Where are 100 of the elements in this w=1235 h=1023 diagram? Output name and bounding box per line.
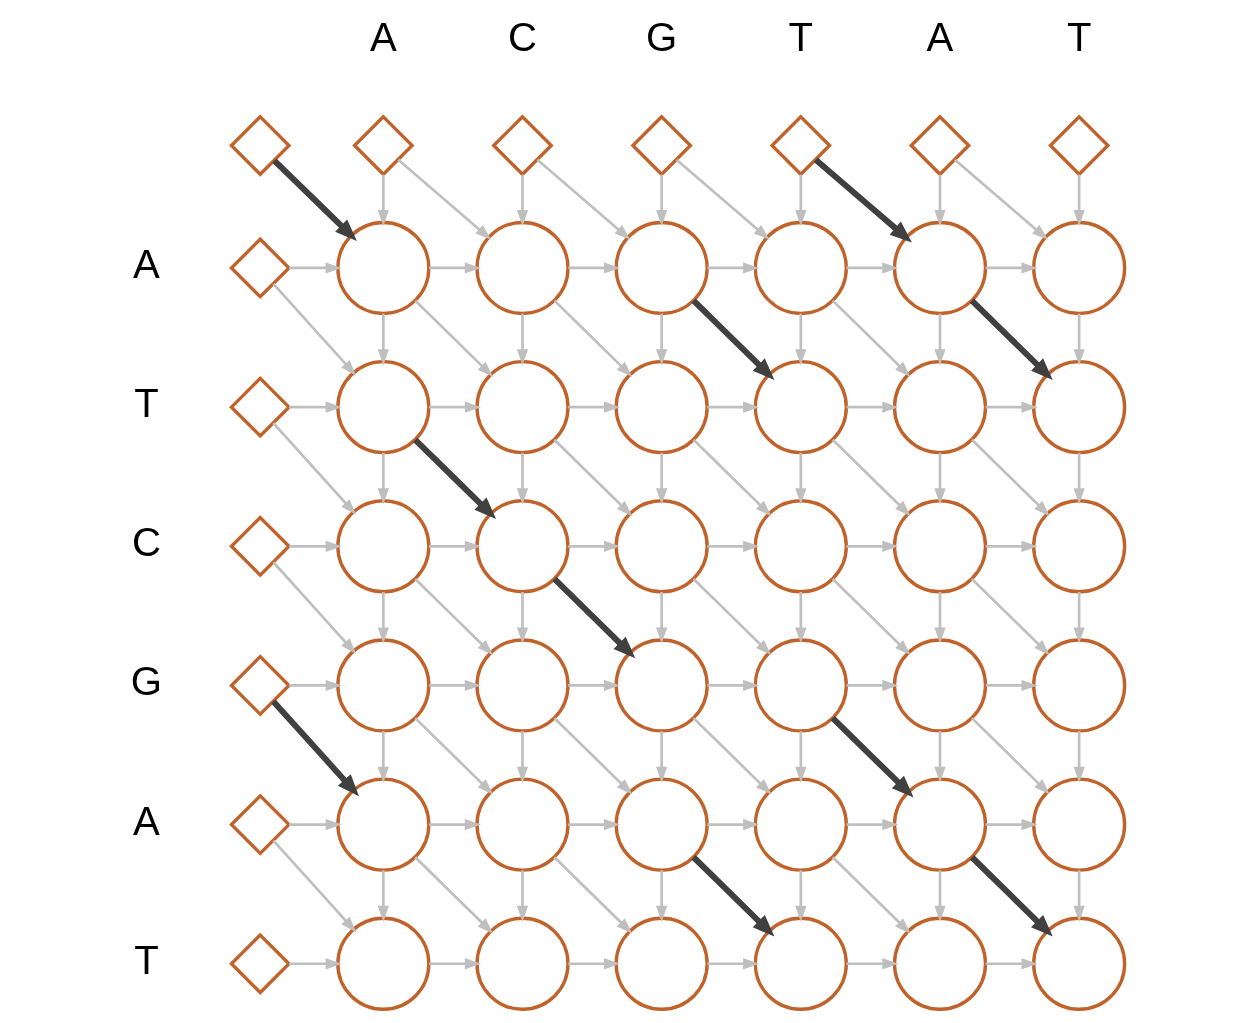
- arrow: [568, 401, 621, 413]
- arrow: [934, 731, 946, 783]
- arrow: [707, 262, 760, 274]
- arrow: [985, 540, 1038, 552]
- arrow: [553, 299, 633, 377]
- arrow: [985, 819, 1038, 831]
- arrow: [536, 158, 631, 240]
- arrow: [516, 870, 529, 922]
- arrow: [1073, 313, 1085, 366]
- label: T: [1066, 15, 1092, 61]
- arrow: [985, 679, 1038, 692]
- node-diamond: [229, 376, 292, 439]
- arrow: [568, 679, 621, 692]
- arrow: [568, 262, 621, 274]
- arrow: [516, 452, 529, 505]
- arrow: [813, 157, 912, 243]
- label: A: [369, 15, 397, 61]
- arrow: [1073, 452, 1085, 505]
- arrow: [846, 958, 899, 970]
- arrow: [272, 422, 357, 515]
- arrow: [707, 401, 760, 413]
- arrow: [831, 438, 911, 517]
- node-diamond: [229, 654, 292, 717]
- arrow: [707, 679, 760, 692]
- arrow: [568, 819, 621, 831]
- label: C: [131, 520, 161, 566]
- arrow: [831, 856, 911, 934]
- label: G: [646, 15, 678, 61]
- arrow: [970, 578, 1050, 656]
- arrow: [985, 262, 1038, 274]
- arrow: [516, 731, 529, 783]
- arrow: [272, 561, 357, 655]
- arrow: [553, 856, 633, 934]
- arrow: [656, 174, 668, 227]
- arrow: [271, 699, 359, 797]
- node-diamond: [769, 114, 832, 177]
- arrow: [289, 958, 342, 970]
- label: T: [134, 937, 159, 983]
- arrow: [429, 679, 481, 692]
- arrow: [377, 452, 389, 505]
- arrow: [934, 591, 946, 644]
- arrow: [553, 717, 633, 795]
- arrow: [516, 174, 529, 227]
- arrow: [846, 262, 899, 274]
- arrow: [568, 958, 621, 970]
- arrow: [1073, 731, 1085, 783]
- arrow: [656, 313, 668, 366]
- arrow: [934, 870, 946, 922]
- arrow: [831, 578, 911, 656]
- node-diamond: [229, 114, 292, 177]
- arrow: [289, 819, 342, 831]
- arrow: [969, 298, 1053, 380]
- node-diamond: [630, 114, 693, 177]
- arrow: [272, 283, 357, 376]
- arrow: [692, 717, 772, 795]
- node-circle: [892, 220, 988, 316]
- arrow: [656, 870, 668, 922]
- label: A: [133, 798, 160, 844]
- arrow: [675, 158, 770, 240]
- label: C: [508, 15, 537, 61]
- arrow: [516, 591, 529, 644]
- arrow: [970, 438, 1050, 517]
- arrow: [969, 855, 1053, 937]
- arrow: [1073, 870, 1085, 922]
- arrow: [429, 401, 481, 413]
- arrow: [830, 715, 914, 798]
- arrow: [985, 958, 1038, 970]
- label: A: [926, 15, 954, 61]
- arrow: [429, 262, 481, 274]
- arrow: [795, 174, 807, 227]
- node-diamond: [491, 114, 554, 177]
- arrow: [831, 299, 911, 377]
- arrow: [429, 958, 481, 970]
- label: T: [788, 15, 814, 61]
- arrow: [934, 452, 946, 505]
- arrow: [553, 438, 633, 517]
- arrow: [429, 819, 481, 831]
- arrow: [1073, 174, 1085, 227]
- arrow: [985, 401, 1038, 413]
- arrow: [846, 401, 899, 413]
- node-diamond: [229, 236, 292, 300]
- arrow: [970, 717, 1050, 795]
- node-diamond: [1048, 114, 1111, 177]
- arrow: [707, 958, 760, 970]
- arrow: [289, 540, 342, 552]
- arrow: [272, 158, 357, 241]
- arrow: [1073, 591, 1085, 644]
- arrow: [377, 313, 389, 366]
- arrow: [289, 679, 342, 692]
- arrow: [846, 540, 899, 552]
- node-diamond: [908, 114, 972, 177]
- arrow: [413, 437, 497, 520]
- arrow: [691, 855, 775, 937]
- arrow: [414, 578, 494, 656]
- arrow: [414, 717, 494, 795]
- arrow: [954, 158, 1048, 240]
- arrow: [934, 313, 946, 366]
- arrow: [429, 540, 481, 552]
- arrow: [397, 158, 492, 240]
- arrow: [846, 679, 899, 692]
